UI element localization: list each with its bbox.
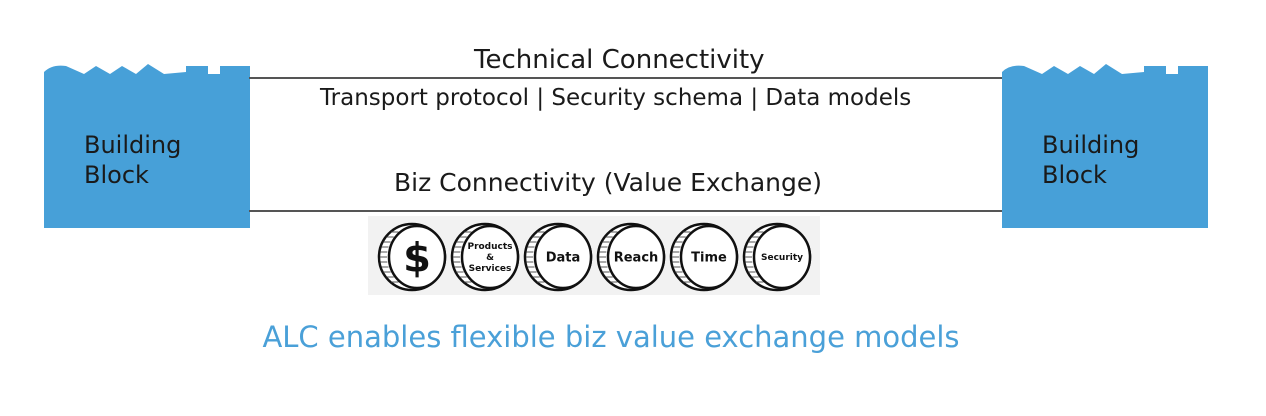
block-shape xyxy=(44,64,250,228)
technical-details: Transport protocol | Security schema | D… xyxy=(320,85,912,111)
coin-time: Time xyxy=(669,222,739,292)
coin-label: Reach xyxy=(614,251,659,266)
caption: ALC enables flexible biz value exchange … xyxy=(262,320,960,354)
coin-label: $ xyxy=(403,235,431,281)
coin-data: Data xyxy=(523,222,593,292)
coin-label: Security xyxy=(761,253,803,263)
technical-title: Technical Connectivity xyxy=(474,45,765,75)
coin-reach: Reach xyxy=(596,222,666,292)
value-coins-panel: $ Products&Services Data Reach Time Security xyxy=(368,216,820,295)
coin-$: $ xyxy=(377,222,447,292)
biz-title: Biz Connectivity (Value Exchange) xyxy=(394,168,823,197)
coin-label: Time xyxy=(691,251,727,266)
technical-connector-line xyxy=(249,77,1002,79)
block-shape xyxy=(1002,64,1208,228)
coin-label: Products xyxy=(467,242,512,252)
coin-label: Services xyxy=(469,264,512,274)
coin-products-services: Products&Services xyxy=(450,222,520,292)
coin-label: & xyxy=(486,253,494,263)
biz-connector-line xyxy=(249,210,1002,212)
coin-security: Security xyxy=(742,222,812,292)
coin-label: Data xyxy=(546,251,581,266)
